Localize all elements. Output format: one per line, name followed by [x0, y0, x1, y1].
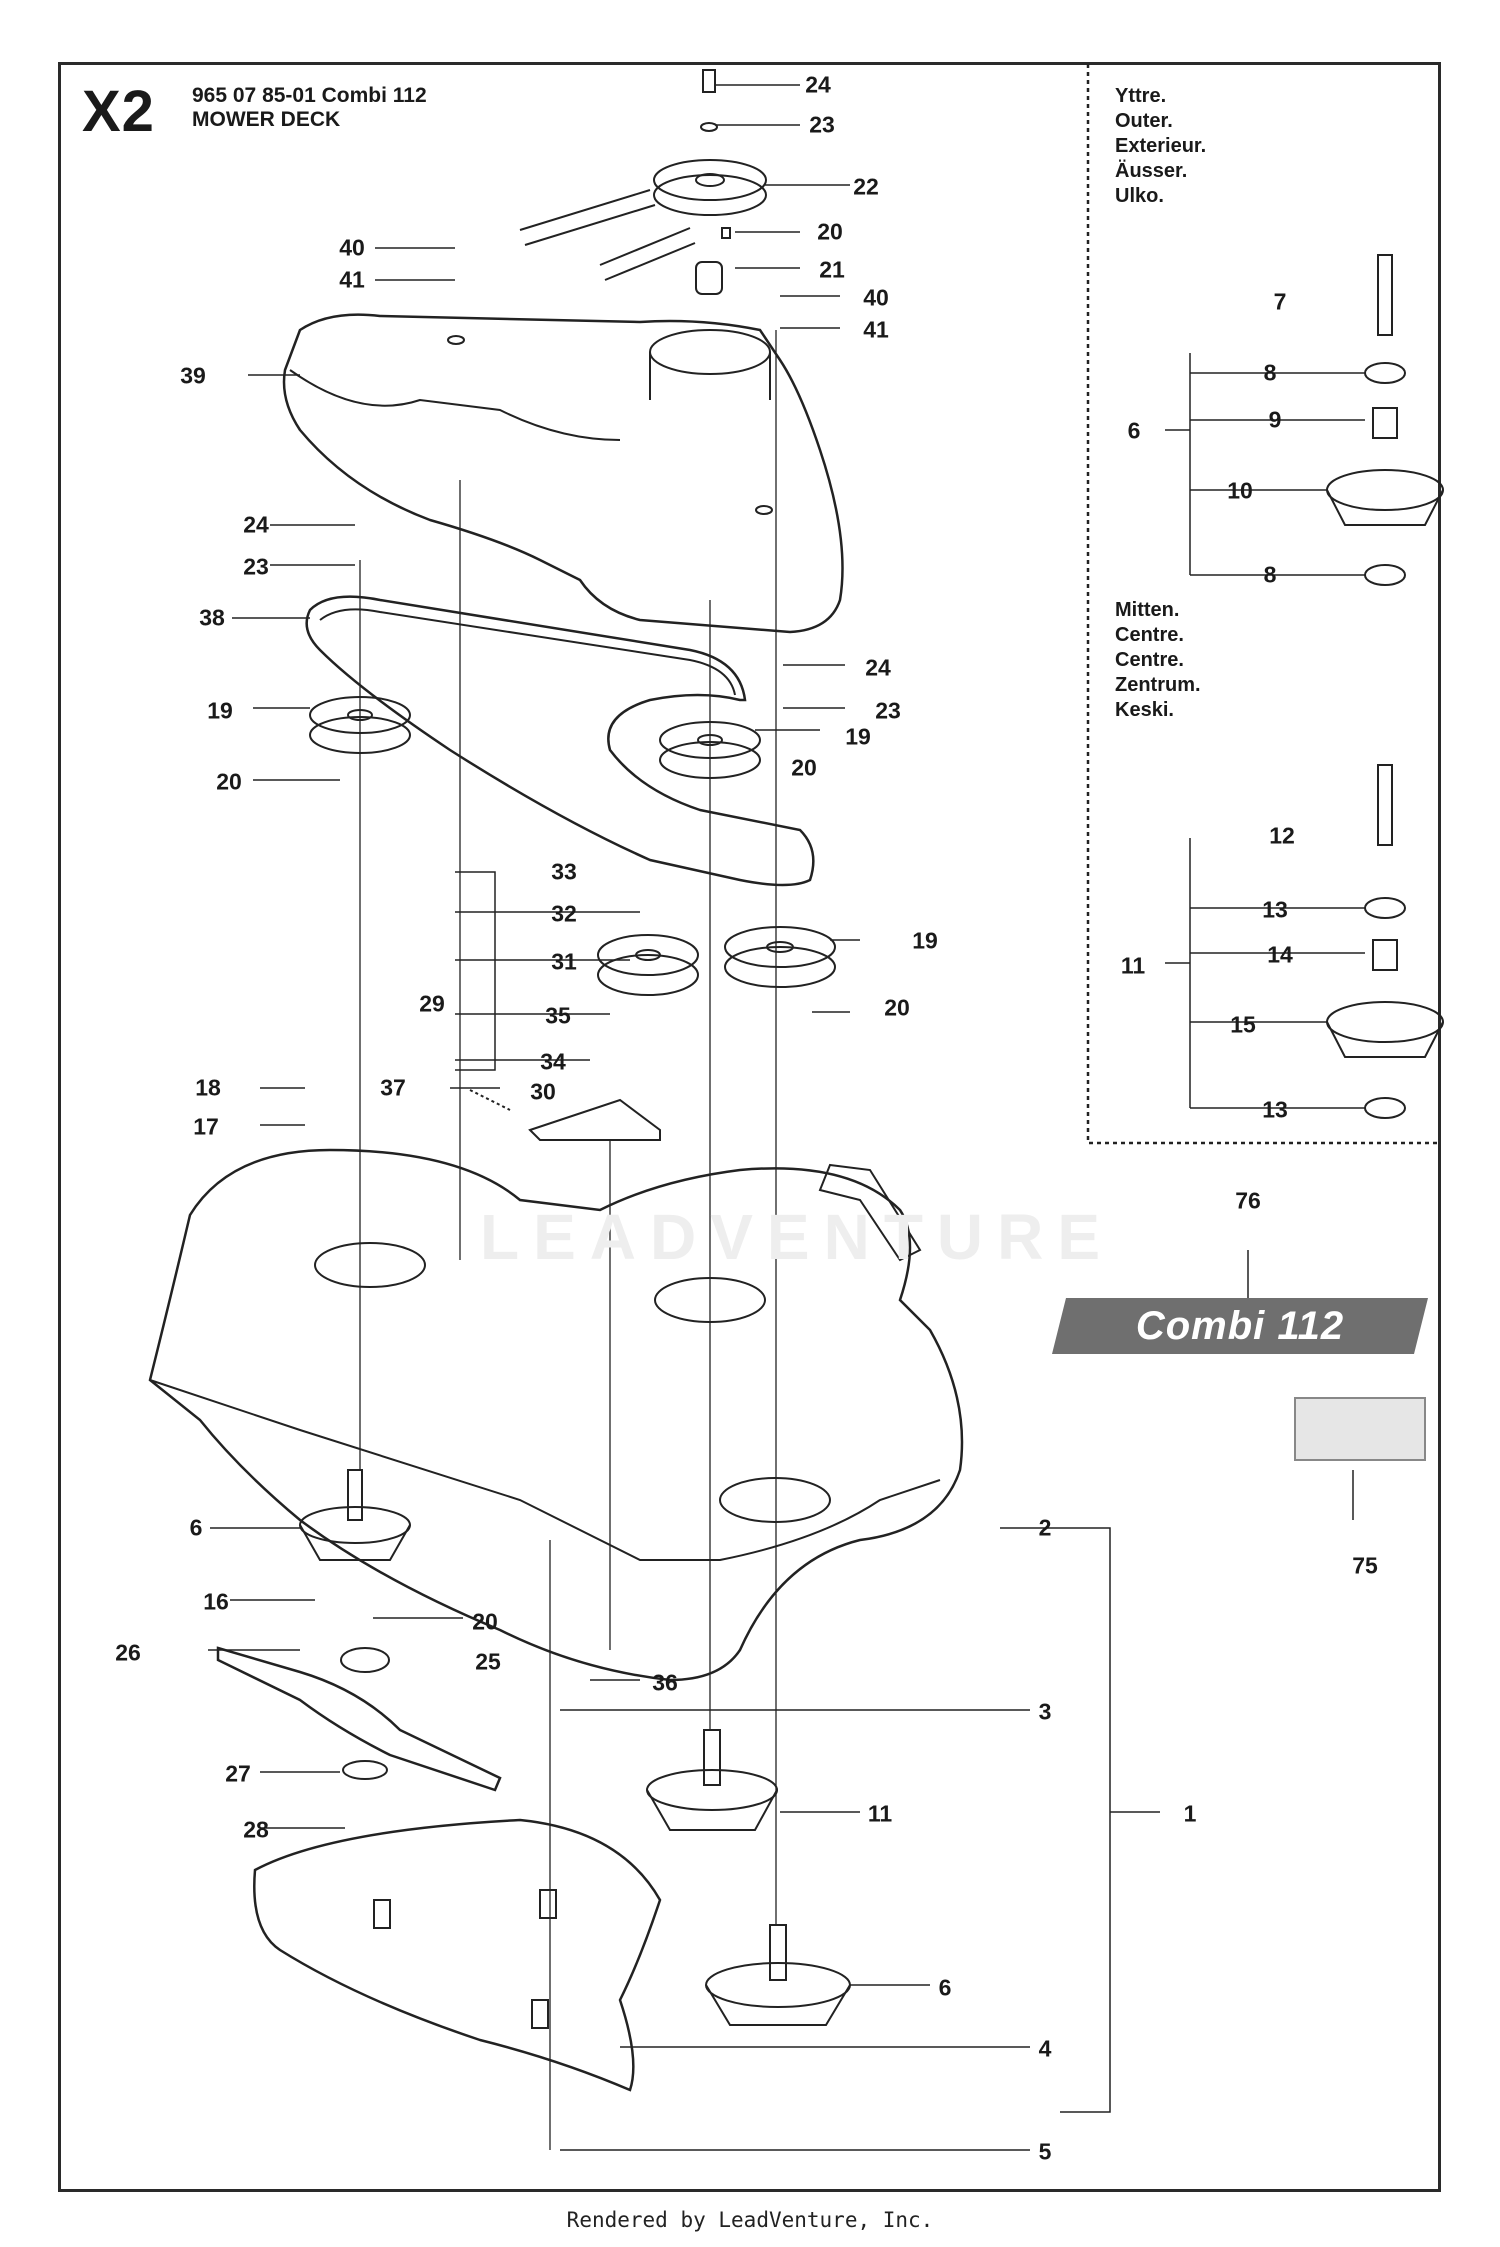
watermark: LEADVENTURE — [480, 1201, 1115, 1273]
part-callout: 19 — [207, 697, 233, 724]
part-callout: 11 — [867, 1800, 893, 1827]
part-callout: 36 — [652, 1669, 678, 1696]
part-callout: 8 — [1263, 561, 1277, 588]
part-callout: 6 — [189, 1514, 203, 1541]
part-callout: 76 — [1235, 1187, 1261, 1214]
part-callout: 4 — [1038, 2035, 1052, 2062]
part-callout: 1 — [1183, 1800, 1197, 1827]
inset-middle-label: Mitten. — [1115, 599, 1180, 621]
part-callout: 31 — [551, 948, 577, 975]
part-callout: 20 — [216, 768, 242, 795]
part-callout: 26 — [115, 1639, 141, 1666]
part-callout: 20 — [884, 994, 910, 1021]
part-callout: 9 — [1268, 406, 1282, 433]
diagram-title: MOWER DECK — [192, 108, 341, 131]
part-callout: 75 — [1352, 1552, 1378, 1579]
part-callout: 24 — [243, 511, 269, 538]
centre-lines — [359, 330, 777, 2150]
leader-lines — [208, 84, 1365, 2151]
part-callout: 19 — [845, 723, 871, 750]
part-callout: 18 — [195, 1074, 221, 1101]
deck-housing — [148, 1148, 964, 1682]
part-callout: 24 — [865, 654, 891, 681]
v-belt — [305, 595, 815, 887]
part-callout: 27 — [225, 1760, 251, 1787]
part-callout: 3 — [1038, 1698, 1052, 1725]
part-callout: 34 — [540, 1048, 566, 1075]
part-callout: 37 — [380, 1074, 406, 1101]
part-callout: 25 — [475, 1648, 501, 1675]
inset-outer-label: Äusser. — [1115, 160, 1188, 182]
part-callout: 15 — [1230, 1011, 1256, 1038]
spindles — [299, 1469, 851, 2026]
part-callout: 21 — [819, 256, 845, 283]
part-number-line: 965 07 85-01 Combi 112 — [192, 84, 427, 107]
part-callout: 39 — [180, 362, 206, 389]
part-callout: 5 — [1038, 2138, 1052, 2165]
inset-middle-spindle — [1326, 764, 1444, 1119]
inset-middle-label: Keski. — [1115, 699, 1174, 721]
part-callout: 6 — [1127, 417, 1141, 444]
inset-middle-label: Centre. — [1115, 624, 1184, 646]
part-callout: 2 — [1038, 1514, 1052, 1541]
part-callout: 10 — [1227, 477, 1253, 504]
part-callout: 41 — [863, 316, 889, 343]
part-callout: 6 — [938, 1974, 952, 2001]
part-callout: 20 — [817, 218, 843, 245]
part-callout: 40 — [339, 234, 365, 261]
part-callout: 7 — [1273, 288, 1287, 315]
inset-middle-label: Centre. — [1115, 649, 1184, 671]
drawing-frame — [58, 62, 1441, 2192]
part-callout: 40 — [863, 284, 889, 311]
discharge-chute — [253, 1818, 662, 2092]
inset-outer-label: Outer. — [1115, 110, 1173, 132]
part-callout: 23 — [809, 111, 835, 138]
belt-cover — [282, 313, 844, 634]
inset-outer-label: Ulko. — [1115, 185, 1164, 207]
footer-credit: Rendered by LeadVenture, Inc. — [566, 2208, 934, 2232]
part-callout: 19 — [912, 927, 938, 954]
part-callout: 13 — [1262, 1096, 1288, 1123]
part-callout: 22 — [853, 173, 879, 200]
inset-outer-label: Yttre. — [1115, 85, 1167, 107]
top-pulley-group — [519, 69, 767, 295]
part-callout: 30 — [530, 1078, 556, 1105]
inset-outer-label: Exterieur. — [1115, 135, 1207, 157]
inset-middle-label: Zentrum. — [1115, 674, 1201, 696]
part-callout: 17 — [193, 1113, 219, 1140]
part-callout: 28 — [243, 1816, 269, 1843]
part-callout: 29 — [419, 990, 445, 1017]
part-callout: 23 — [875, 697, 901, 724]
blade — [216, 1646, 502, 1792]
inset-outer-labels: Yttre. Outer. Exterieur. Äusser. Ulko. — [1115, 84, 1206, 209]
part-callout: 33 — [551, 858, 577, 885]
part-callout: 16 — [203, 1588, 229, 1615]
part-callout: 41 — [339, 266, 365, 293]
part-callout: 13 — [1262, 896, 1288, 923]
model-badge: Combi 112 — [1052, 1298, 1428, 1354]
part-callout: 24 — [805, 71, 831, 98]
part-callout: 14 — [1267, 941, 1293, 968]
figure-code: X2 — [82, 79, 155, 144]
part-callout: 38 — [199, 604, 225, 631]
part-callout: 8 — [1263, 359, 1277, 386]
model-badge-text: Combi 112 — [1135, 1304, 1345, 1348]
part-callout: 32 — [551, 900, 577, 927]
inset-middle-labels: Mitten. Centre. Centre. Zentrum. Keski. — [1115, 598, 1201, 723]
part-callout: 20 — [791, 754, 817, 781]
part-callout: 23 — [243, 553, 269, 580]
part-callout: 35 — [545, 1002, 571, 1029]
tensioner-arm — [528, 1098, 661, 1141]
belt-routing-decal — [1294, 1397, 1426, 1461]
part-callout: 20 — [472, 1608, 498, 1635]
part-callout: 11 — [1120, 952, 1146, 979]
part-callout: 12 — [1269, 822, 1295, 849]
inset-frame — [1086, 64, 1438, 1145]
